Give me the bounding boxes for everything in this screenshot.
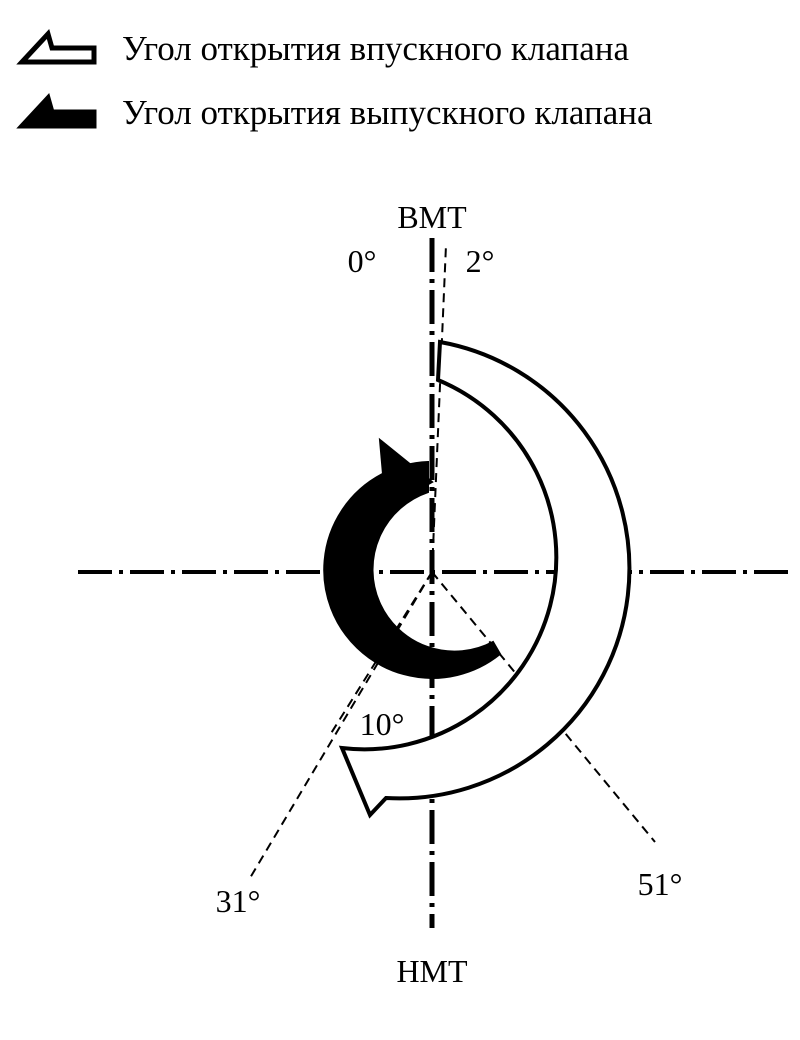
angle-0-label: 0° — [348, 243, 377, 279]
angle-2-line — [431, 244, 447, 573]
angle-31-label: 31° — [216, 883, 261, 919]
intake-opening-band — [338, 339, 632, 819]
angle-51-line — [431, 571, 656, 843]
hollow-arrow-icon — [16, 29, 97, 65]
bdc-label: НМТ — [396, 953, 468, 989]
exhaust-arrow-head — [378, 437, 434, 510]
angle-2-label: 2° — [466, 243, 495, 279]
angle-10-label: 10° — [360, 706, 405, 742]
angle-51-label: 51° — [638, 866, 683, 902]
legend-intake-label: Угол открытия впускного клапана — [122, 29, 630, 68]
tdc-label: ВМТ — [397, 199, 467, 235]
filled-arrow-icon — [16, 93, 97, 129]
legend-exhaust-label: Угол открытия выпускного клапана — [122, 93, 653, 132]
